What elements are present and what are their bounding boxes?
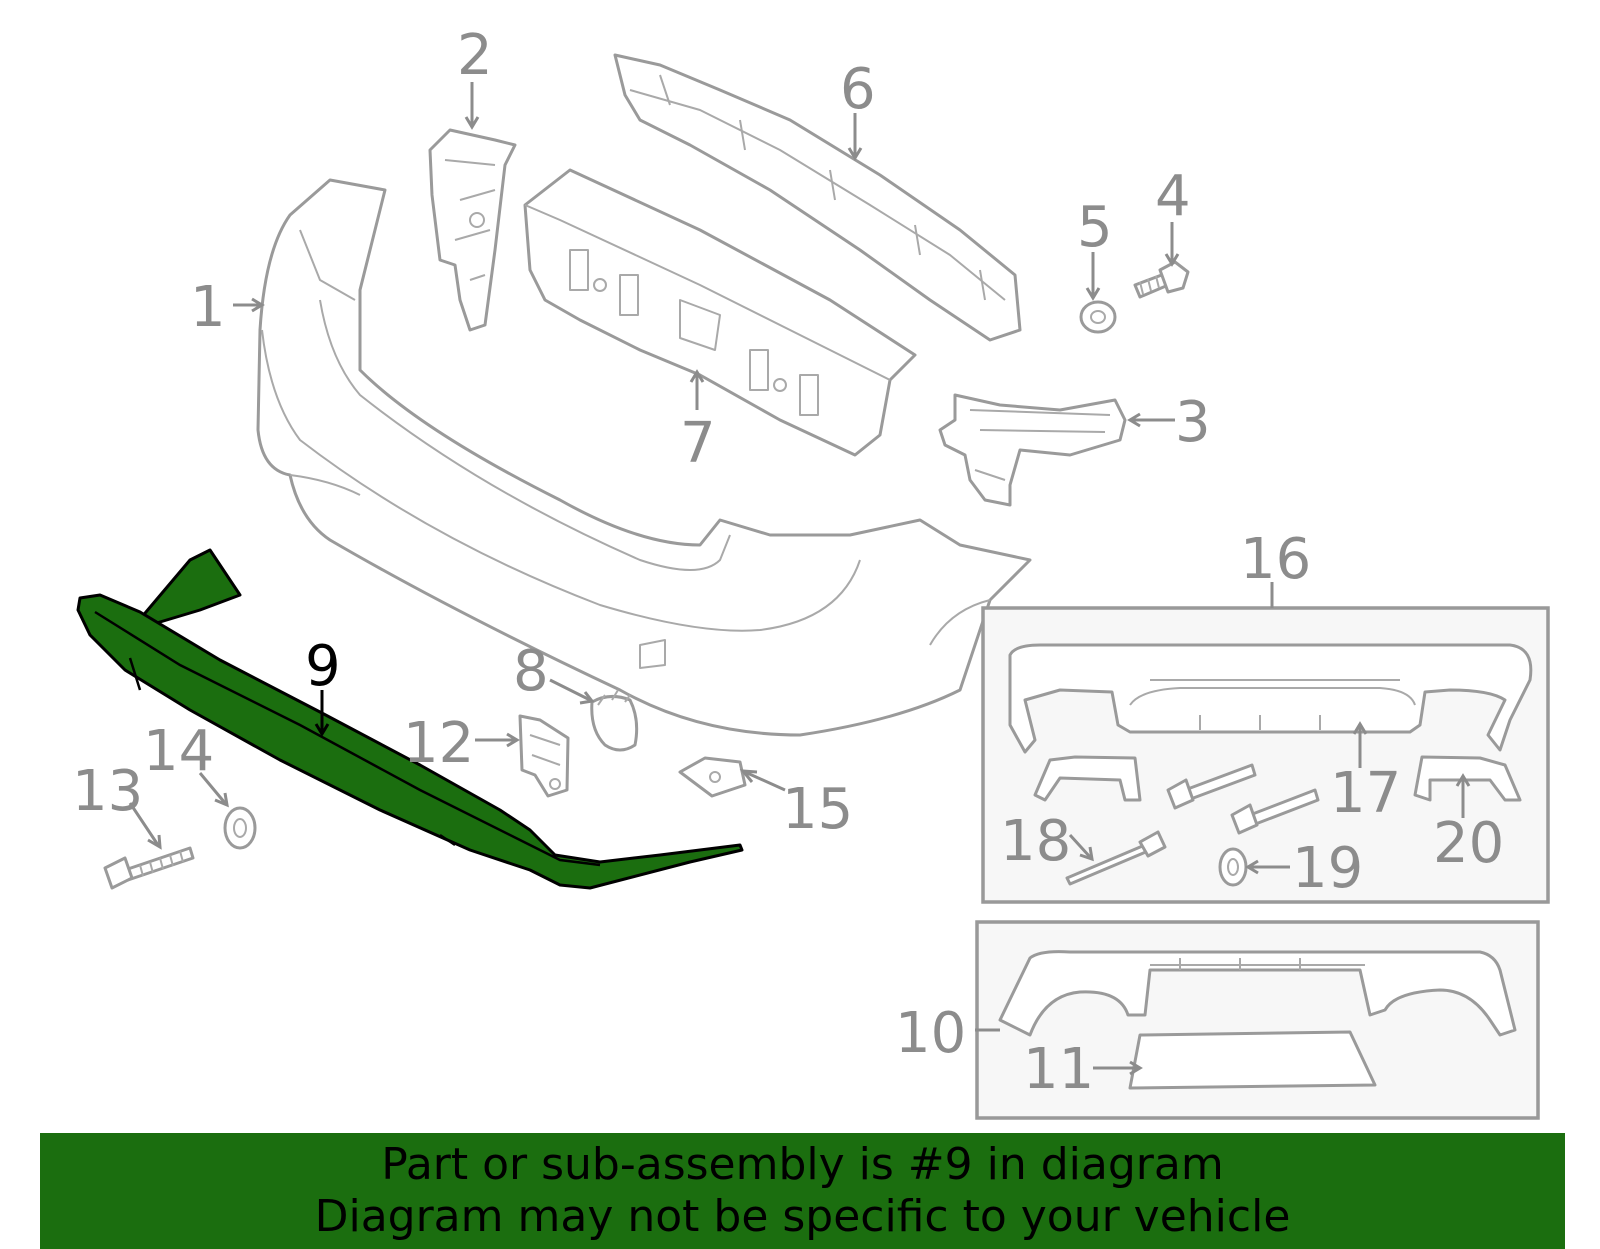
callout-15: 15 (782, 777, 853, 842)
callout-12: 12 (403, 711, 474, 776)
banner-line-1: Part or sub-assembly is #9 in diagram (381, 1139, 1224, 1190)
info-banner: Part or sub-assembly is #9 in diagram Di… (40, 1133, 1565, 1249)
callout-9: 9 (305, 634, 341, 699)
callout-19: 19 (1292, 836, 1363, 901)
part-20-bracket-left (1033, 755, 1142, 802)
callout-11: 11 (1023, 1037, 1094, 1102)
part-18-rivet[interactable] (1065, 830, 1167, 886)
group-box-10 (975, 920, 1540, 1120)
part-4-bolt[interactable] (1133, 260, 1190, 299)
part-10-diffuser-frame (998, 950, 1517, 1037)
part-20-bracket-right (1413, 755, 1522, 802)
leader-lines (128, 82, 1471, 1076)
callout-13: 13 (72, 759, 143, 824)
callout-labels: 1 2 3 4 5 6 7 8 9 10 11 12 13 14 15 16 1… (72, 23, 1504, 1102)
part-7-reinforcement-beam[interactable] (523, 168, 917, 457)
part-12-bracket[interactable] (518, 714, 570, 798)
callout-3: 3 (1175, 390, 1211, 455)
callout-1: 1 (190, 275, 226, 340)
callout-8: 8 (513, 639, 549, 704)
callout-4: 4 (1155, 164, 1191, 229)
part-3-side-support[interactable] (938, 393, 1127, 507)
callout-18: 18 (1000, 809, 1071, 874)
part-1-bumper-cover[interactable] (256, 178, 1032, 737)
group-16-bolt-upper[interactable] (1166, 763, 1257, 810)
callout-10: 10 (895, 1001, 966, 1066)
part-19-washer[interactable] (1218, 847, 1248, 887)
callout-5: 5 (1077, 195, 1113, 260)
part-5-washer[interactable] (1079, 300, 1117, 334)
group-box-16 (981, 606, 1550, 904)
callout-17: 17 (1330, 761, 1401, 826)
callout-20: 20 (1433, 811, 1504, 876)
callout-7: 7 (680, 411, 716, 476)
group-16-bolt-lower[interactable] (1230, 788, 1320, 835)
part-11-insert (1128, 1030, 1377, 1090)
callout-14: 14 (143, 719, 214, 784)
part-17-diffuser (1008, 643, 1533, 754)
part-6-energy-absorber[interactable] (613, 53, 1022, 342)
callout-16: 16 (1240, 527, 1311, 592)
part-9-lower-valance-highlighted[interactable] (76, 548, 744, 890)
part-14-washer[interactable] (223, 806, 257, 850)
callout-6: 6 (840, 57, 876, 122)
part-13-screw[interactable] (103, 846, 195, 890)
part-8-cap[interactable] (590, 689, 639, 752)
callout-2: 2 (457, 23, 493, 88)
part-15-clip[interactable] (678, 756, 747, 798)
part-2-side-bracket[interactable] (428, 128, 517, 332)
banner-line-2: Diagram may not be specific to your vehi… (314, 1191, 1291, 1242)
